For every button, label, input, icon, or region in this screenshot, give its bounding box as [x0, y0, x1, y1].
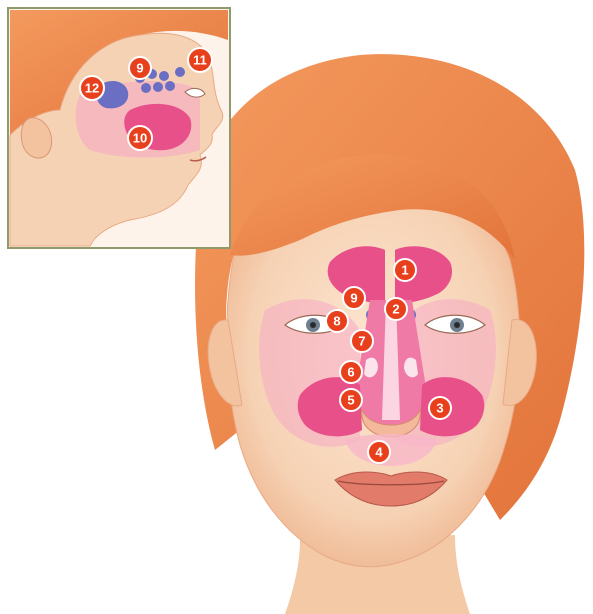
svg-text:5: 5 — [347, 393, 354, 408]
marker-9: 9 — [343, 287, 365, 309]
inset-marker-10: 10 — [128, 126, 152, 150]
inset-marker-11: 11 — [188, 48, 212, 72]
front-face-illustration — [195, 54, 584, 614]
svg-text:6: 6 — [347, 365, 354, 380]
svg-text:7: 7 — [358, 334, 365, 349]
svg-text:11: 11 — [193, 53, 207, 68]
side-profile-inset — [8, 8, 230, 248]
marker-2: 2 — [385, 298, 407, 320]
marker-4: 4 — [368, 441, 390, 463]
svg-text:3: 3 — [436, 401, 443, 416]
svg-text:8: 8 — [333, 314, 340, 329]
marker-8: 8 — [326, 310, 348, 332]
svg-text:9: 9 — [136, 61, 143, 76]
inset-marker-9: 9 — [129, 57, 151, 79]
svg-text:4: 4 — [375, 445, 383, 460]
svg-text:2: 2 — [392, 302, 399, 317]
marker-5: 5 — [340, 389, 362, 411]
svg-text:12: 12 — [85, 81, 99, 96]
inset-marker-12: 12 — [80, 76, 104, 100]
marker-3: 3 — [429, 397, 451, 419]
marker-1: 1 — [394, 259, 416, 281]
marker-7: 7 — [351, 330, 373, 352]
svg-text:10: 10 — [133, 131, 147, 146]
marker-6: 6 — [340, 361, 362, 383]
svg-text:9: 9 — [350, 291, 357, 306]
svg-text:1: 1 — [401, 263, 408, 278]
